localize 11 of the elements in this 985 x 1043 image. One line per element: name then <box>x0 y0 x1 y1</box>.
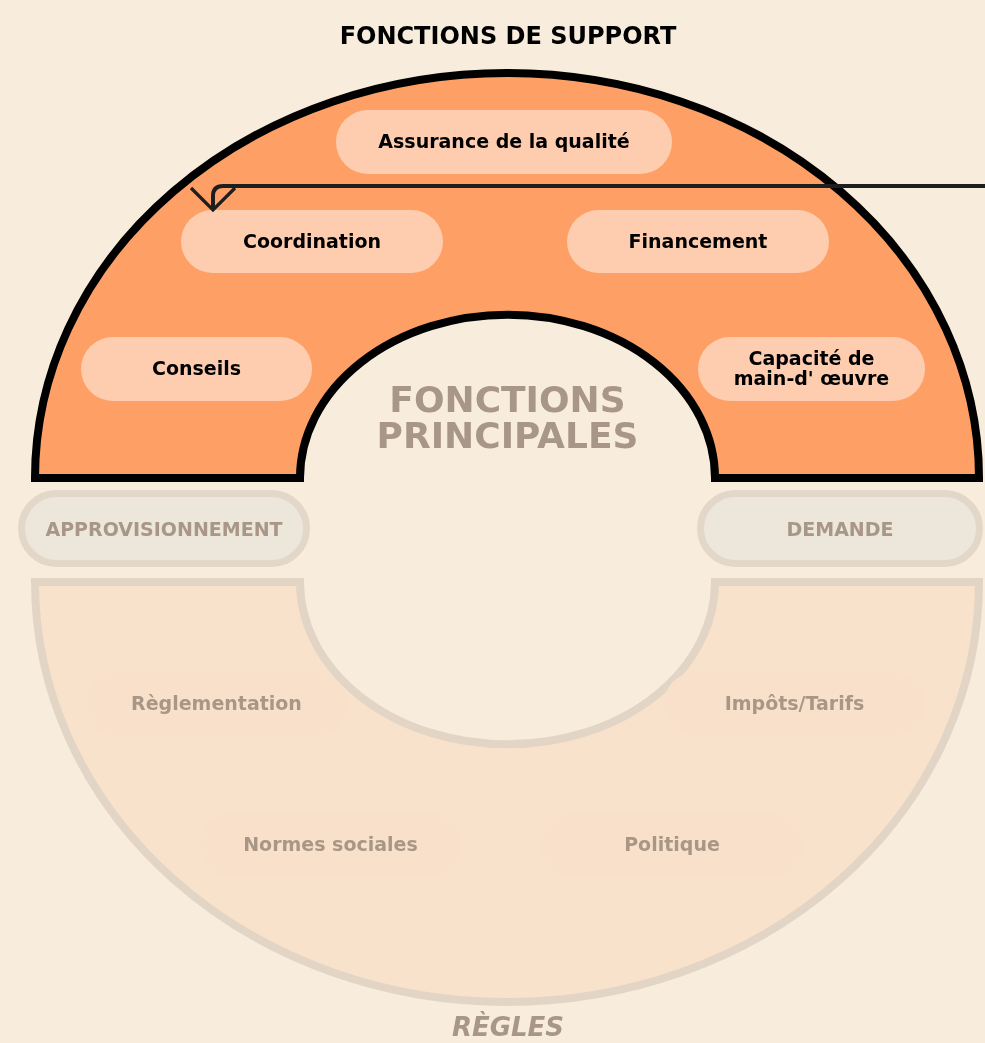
side-pill: DEMANDE <box>697 490 983 567</box>
function-pill: Conseils <box>81 337 312 401</box>
function-pill: Capacité de main-d' œuvre <box>698 337 925 401</box>
band-title: FONCTIONS DE SUPPORT <box>339 22 677 50</box>
arrow <box>189 184 985 212</box>
band-title: RÈGLES <box>451 1012 565 1042</box>
function-pill: Financement <box>567 210 829 273</box>
center-label: FONCTIONS PRINCIPALES <box>375 382 640 454</box>
function-pill: Assurance de la qualité <box>336 110 672 174</box>
side-pill: APPROVISIONNEMENT <box>18 490 310 567</box>
function-pill: Coordination <box>181 210 443 273</box>
